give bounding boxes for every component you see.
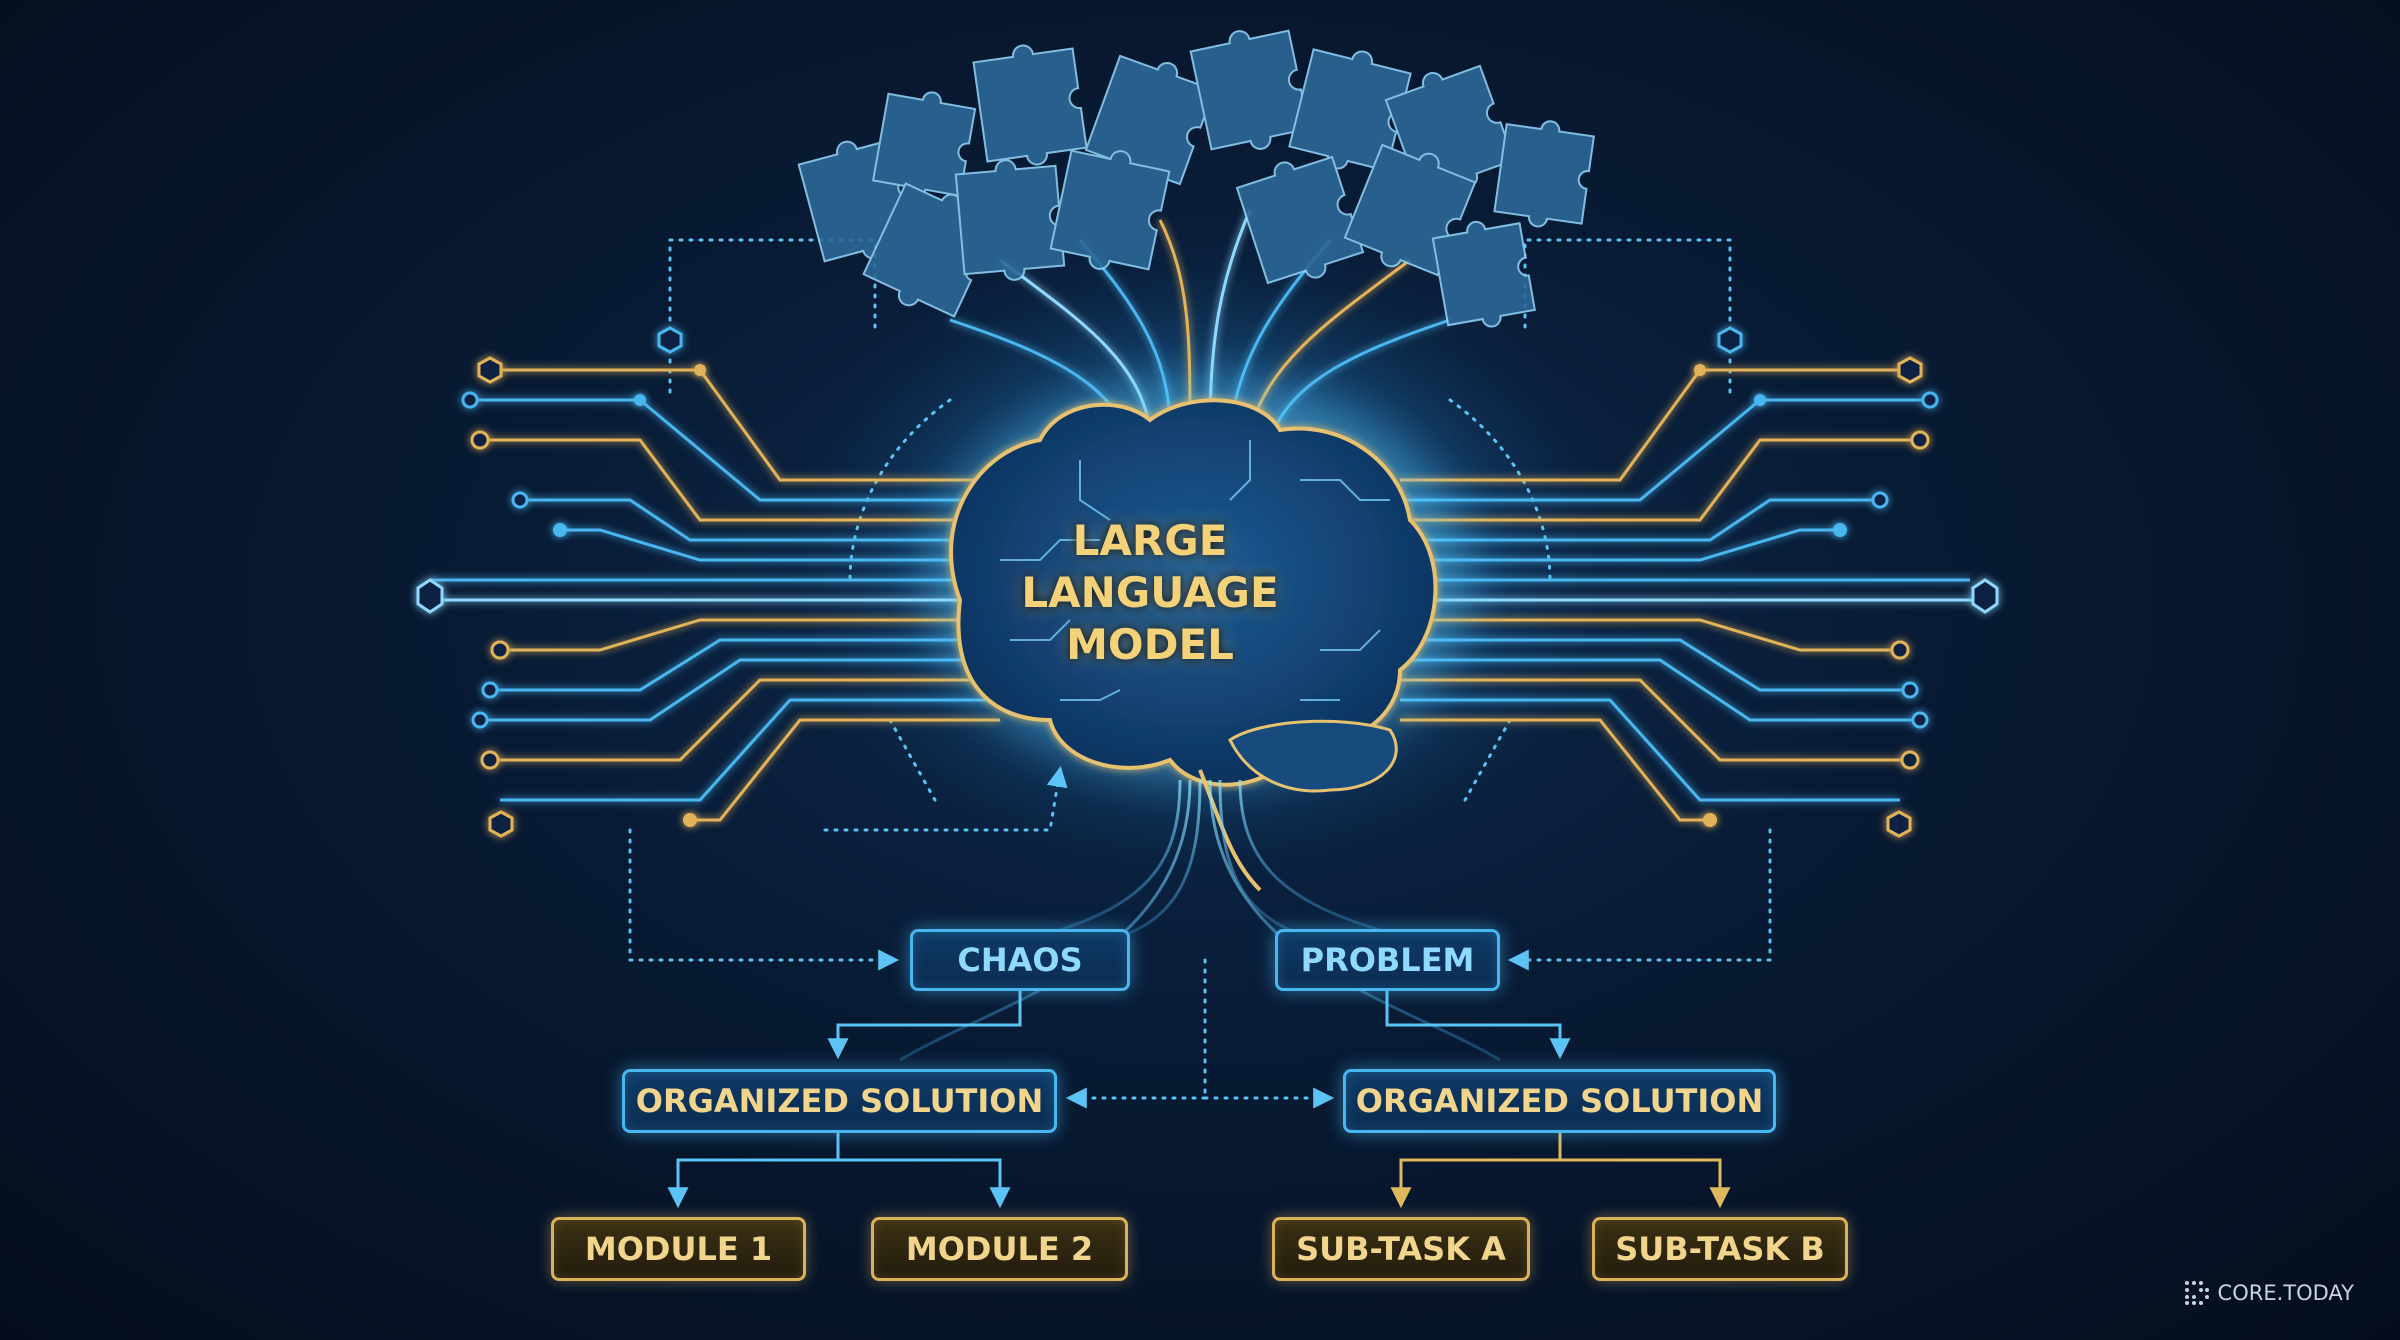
- circuit-traces-right: [1400, 368, 1985, 822]
- brain-label-line1: LARGE: [1072, 516, 1228, 565]
- brain-illustration: [930, 380, 1470, 892]
- module-1-node: MODULE 1: [551, 1217, 806, 1281]
- circuit-nodes-right: [1694, 356, 1999, 838]
- frame-hex-nodes: [657, 326, 1743, 354]
- watermark-text: CORE.TODAY: [2217, 1281, 2354, 1305]
- brain-label-line3: MODEL: [1066, 620, 1234, 669]
- subtask-a-node: SUB-TASK A: [1272, 1217, 1530, 1281]
- circuit-traces-left: [420, 368, 1000, 822]
- organized-solution-left-node: ORGANIZED SOLUTION: [622, 1069, 1057, 1133]
- organized-solution-right-node: ORGANIZED SOLUTION: [1343, 1069, 1776, 1133]
- subtask-b-node: SUB-TASK B: [1592, 1217, 1848, 1281]
- flow-connectors: [667, 991, 1731, 1209]
- brain-label: LARGE LANGUAGE MODEL: [1000, 515, 1300, 671]
- brain-label-line2: LANGUAGE: [1021, 568, 1279, 617]
- chaos-node: CHAOS: [910, 929, 1130, 991]
- circuit-nodes-left: [416, 356, 706, 838]
- puzzle-pieces: [797, 29, 1595, 328]
- watermark: CORE.TODAY: [2184, 1280, 2354, 1306]
- module-2-node: MODULE 2: [871, 1217, 1128, 1281]
- dotted-grid-logo-icon: [2184, 1281, 2209, 1305]
- problem-node: PROBLEM: [1275, 929, 1500, 991]
